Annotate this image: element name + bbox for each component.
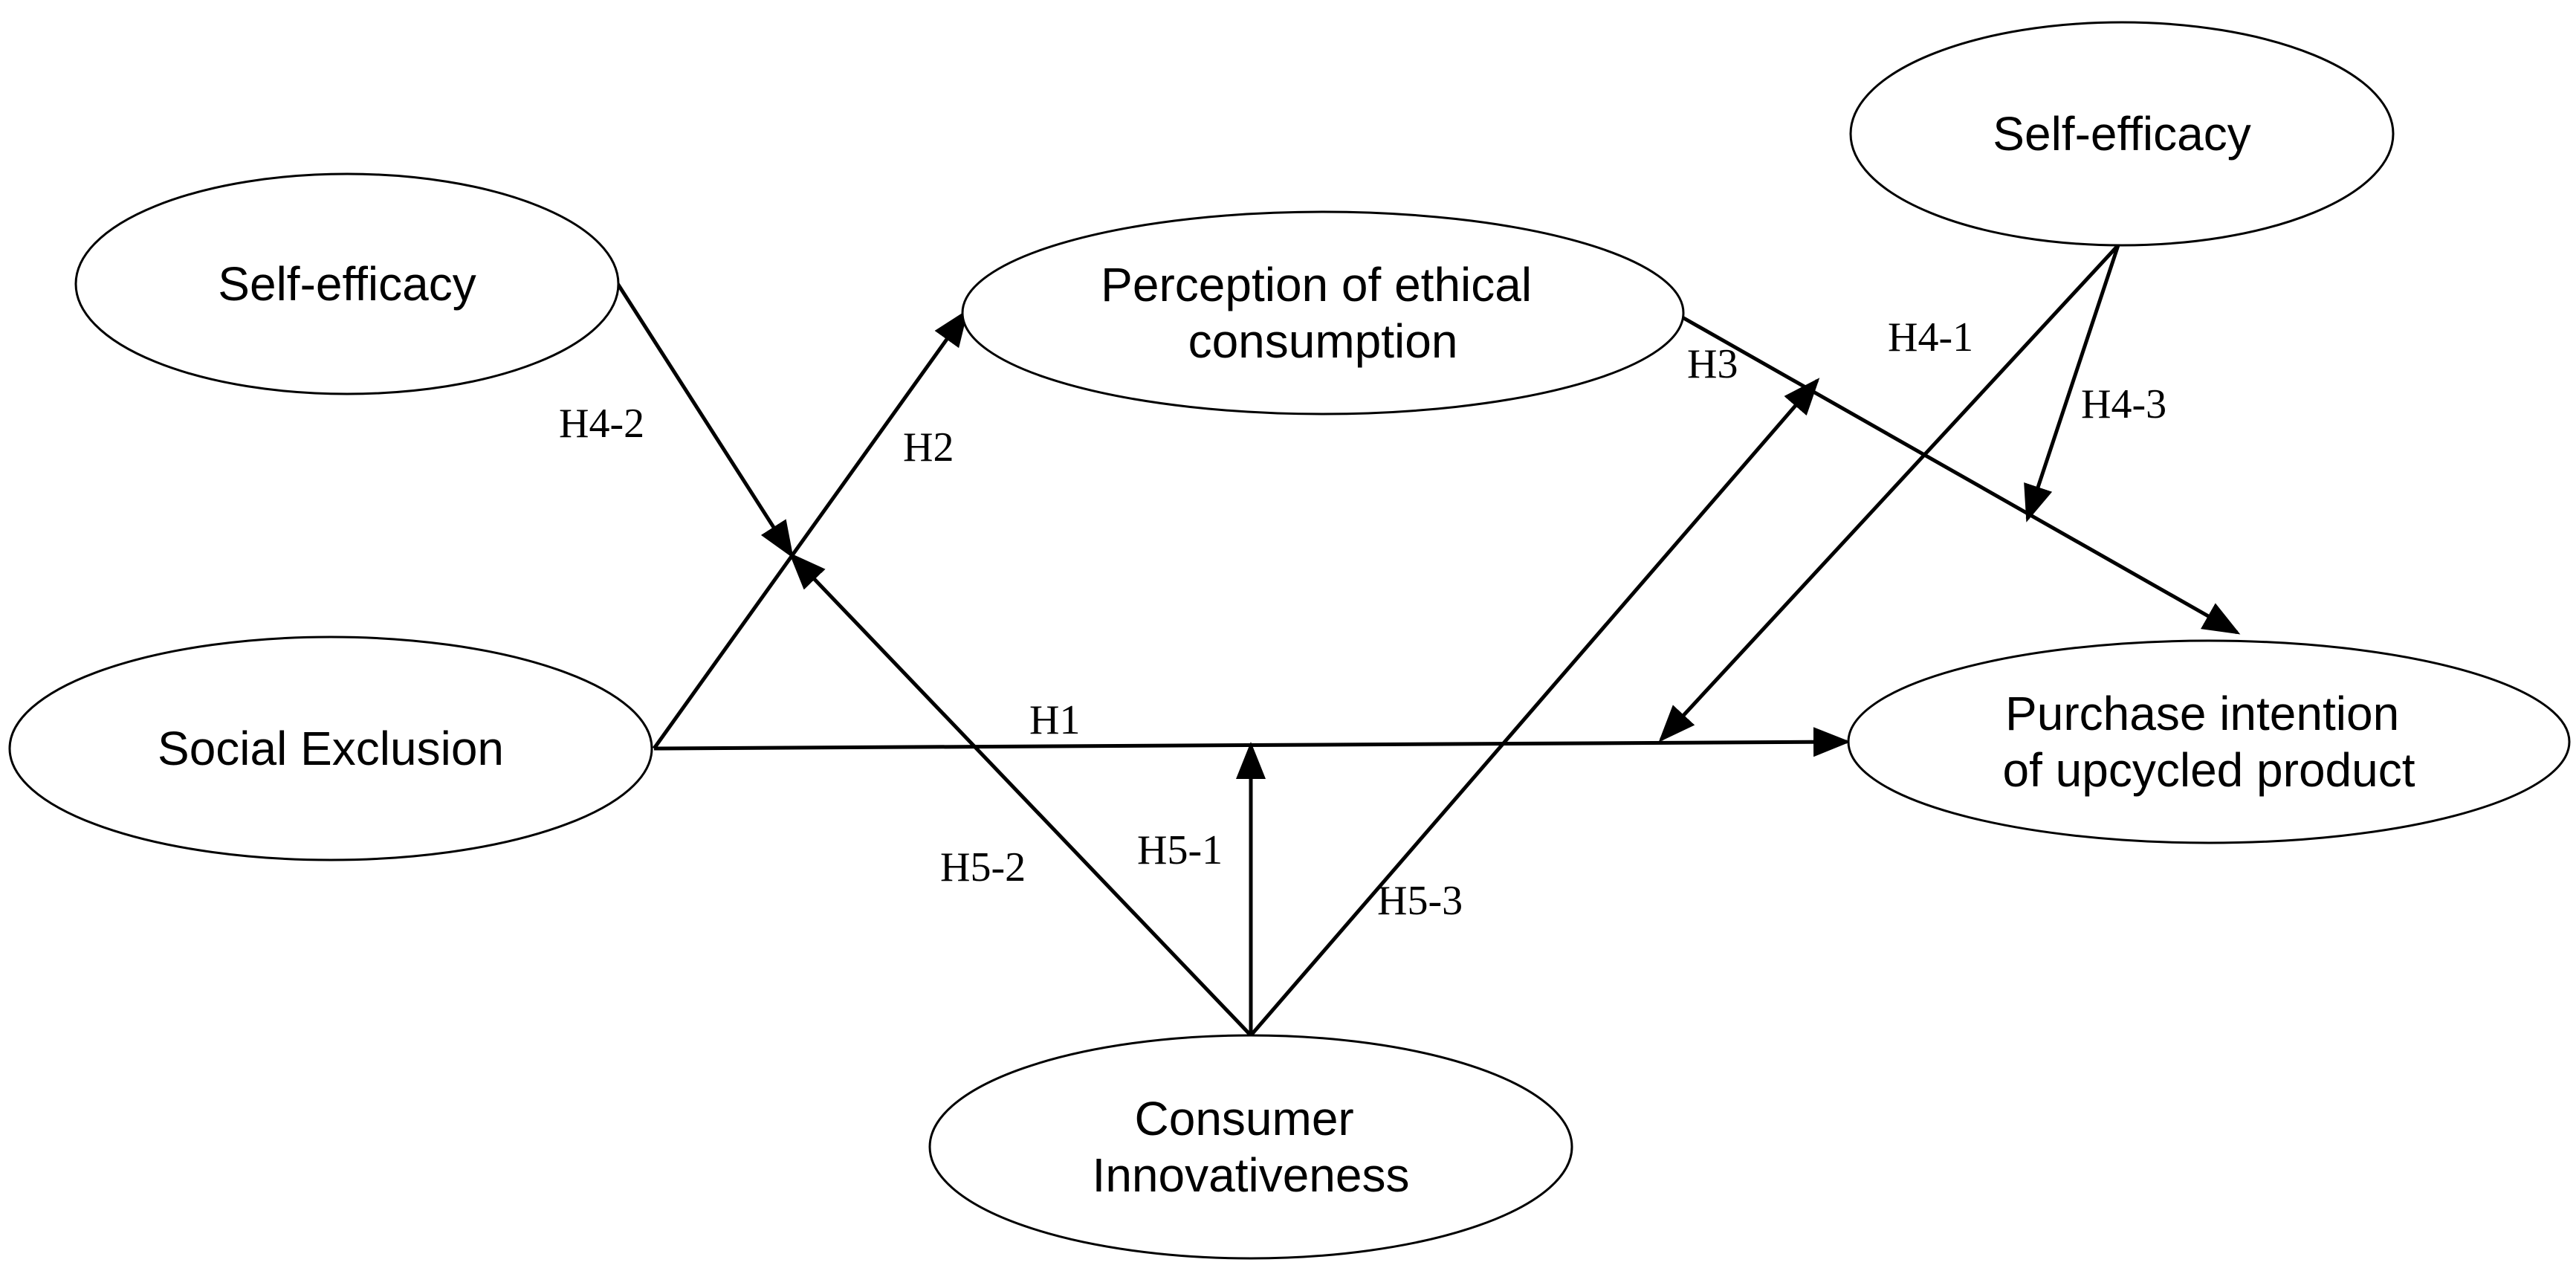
node-ellipse	[1849, 21, 2395, 247]
node-label-line: Innovativeness	[1093, 1148, 1410, 1202]
edge-h5-2	[789, 552, 1252, 1037]
edges	[615, 244, 2241, 1037]
node-label-line: Social Exclusion	[158, 722, 504, 775]
node-purchase-intention: Purchase intention of upcycled product	[1847, 639, 2571, 844]
node-label: Purchase intention of upcycled product	[2003, 687, 2415, 797]
edge-h2	[652, 308, 968, 750]
node-consumer-innovativeness: Consumer Innovativeness	[928, 1034, 1573, 1260]
edge-label-h5-1: H5-1	[1137, 827, 1223, 873]
node-label: Self-efficacy	[218, 257, 476, 311]
node-ellipse	[928, 1034, 1573, 1260]
node-label: Self-efficacy	[1993, 107, 2250, 161]
edge-label-h5-3: H5-3	[1377, 878, 1463, 924]
node-ellipse	[74, 172, 620, 395]
node-ellipse	[8, 636, 653, 861]
edge-h4-2	[615, 281, 794, 559]
edge-labels: H1 H2 H3 H4-1 H4-2 H4-3 H5-1 H5-2 H5-3	[559, 314, 2166, 924]
node-label: Perception of ethical consumption	[1101, 258, 1545, 368]
node-social-exclusion: Social Exclusion	[8, 636, 653, 861]
node-label-line: Purchase intention	[2005, 687, 2399, 740]
node-self-efficacy-right: Self-efficacy	[1849, 21, 2395, 247]
edge-h3	[1680, 314, 2241, 635]
node-label: Consumer Innovativeness	[1093, 1092, 1410, 1202]
edge-label-h4-3: H4-3	[2081, 381, 2166, 427]
edge-label-h3: H3	[1687, 341, 1738, 387]
edge-h4-1	[1658, 244, 2120, 743]
node-self-efficacy-left: Self-efficacy	[74, 172, 620, 395]
edge-label-h2: H2	[903, 424, 954, 470]
edge-h4-3	[2024, 245, 2120, 523]
edge-h5-3	[1249, 378, 1820, 1037]
node-label-line: Perception of ethical	[1101, 258, 1532, 311]
edge-label-h5-2: H5-2	[940, 844, 1026, 890]
node-perception-of-ethical-consumption: Perception of ethical consumption	[961, 210, 1685, 415]
edge-label-h1: H1	[1029, 697, 1080, 743]
node-label-line: consumption	[1188, 314, 1458, 368]
node-label-line: of upcycled product	[2003, 743, 2415, 797]
node-label: Social Exclusion	[158, 722, 504, 775]
edge-label-h4-1: H4-1	[1888, 314, 1973, 360]
node-ellipse	[961, 210, 1685, 415]
node-ellipse	[1847, 639, 2571, 844]
edge-label-h4-2: H4-2	[559, 401, 644, 447]
node-label-line: Self-efficacy	[1993, 107, 2250, 161]
node-label-line: Consumer	[1135, 1092, 1354, 1145]
node-label-line: Self-efficacy	[218, 257, 476, 311]
